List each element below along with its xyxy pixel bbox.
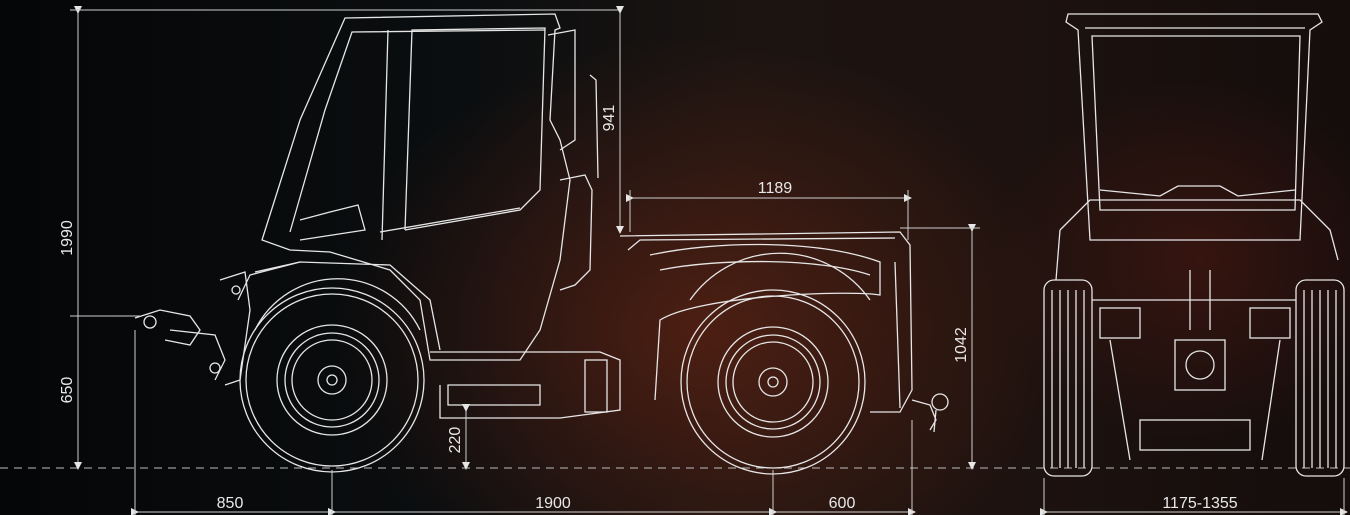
front-view-hitch-assembly [1092, 270, 1296, 461]
dim-label-front-overhang: 850 [217, 495, 244, 512]
dim-label-track-width: 1175-1355 [1162, 495, 1237, 512]
dimension-lines [70, 6, 1348, 515]
dim-label-ground-clearance: 220 [447, 427, 464, 454]
front-view-right-wheel [1295, 279, 1345, 477]
dim-label-wheelbase: 1900 [535, 495, 571, 512]
front-view-cab [1055, 13, 1339, 281]
front-hitch [134, 271, 251, 386]
rear-hitch-ball [911, 393, 949, 433]
dim-label-bed-height: 1042 [953, 327, 970, 363]
dim-label-cab-above-bed: 941 [601, 105, 618, 132]
dim-label-total-height: 1990 [59, 220, 76, 256]
side-view-tractor [134, 13, 949, 433]
dim-label-hitch-height: 650 [59, 377, 76, 404]
cab-outline [254, 13, 599, 361]
front-view-tractor [1043, 13, 1345, 477]
rear-wheel [680, 252, 871, 475]
dim-label-bed-length: 1189 [758, 180, 793, 197]
dim-label-rear-overhang: 600 [829, 495, 856, 512]
chassis-outline [237, 231, 913, 419]
front-wheel [239, 278, 425, 473]
front-view-left-wheel [1043, 279, 1093, 477]
